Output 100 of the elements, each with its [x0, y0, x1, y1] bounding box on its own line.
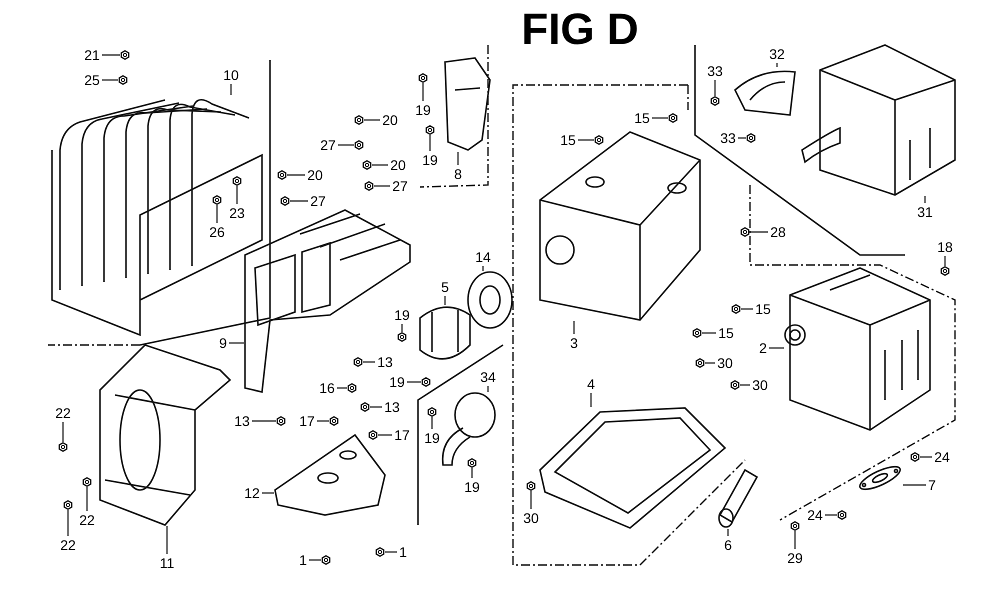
fastener-icon [526, 481, 536, 491]
callout-number: 8 [453, 166, 463, 182]
fastener-icon [232, 176, 242, 186]
gasket-drawing [857, 464, 903, 492]
fastener-icon [740, 227, 750, 237]
callout-number: 23 [228, 205, 246, 221]
base-plate-drawing [274, 434, 386, 516]
leader-line [903, 484, 926, 486]
leader-line [705, 362, 715, 364]
fastener-icon [82, 477, 92, 487]
callout-number: 1 [298, 552, 308, 568]
leader-line [573, 321, 575, 334]
callout-number: 25 [83, 72, 101, 88]
fastener-icon [277, 170, 287, 180]
leader-line [702, 332, 716, 334]
leader-line [920, 456, 932, 458]
leader-line [578, 139, 594, 141]
callout-number: 30 [751, 377, 769, 393]
leader-line [262, 492, 274, 494]
leader-line [252, 420, 276, 422]
flange-drawing [419, 305, 471, 361]
fastener-icon [940, 266, 950, 276]
callout-number: 30 [522, 510, 540, 526]
callout-number: 24 [933, 449, 951, 465]
callout-number: 17 [298, 413, 316, 429]
fastener-icon [418, 73, 428, 83]
leader-line [374, 185, 390, 187]
leader-line [230, 84, 232, 95]
callout-number: 29 [786, 550, 804, 566]
leader-line [825, 514, 837, 516]
callout-number: 15 [717, 325, 735, 341]
callout-number: 34 [479, 369, 497, 385]
callout-number: 19 [393, 307, 411, 323]
fastener-icon [58, 442, 68, 452]
leader-line [422, 83, 424, 101]
callout-number: 3 [569, 335, 579, 351]
leader-line [67, 510, 69, 536]
callout-number: 19 [423, 430, 441, 446]
leader-line [530, 491, 532, 509]
leader-line [236, 186, 238, 204]
fastener-icon [467, 458, 477, 468]
leader-line [714, 80, 716, 96]
leader-line [363, 361, 375, 363]
leader-line [166, 526, 168, 554]
fastener-icon [790, 521, 800, 531]
fastener-icon [425, 125, 435, 135]
leader-line [794, 531, 796, 549]
callout-number: 22 [78, 512, 96, 528]
callout-number: 13 [383, 399, 401, 415]
leader-line [385, 551, 397, 553]
fastener-icon [692, 328, 702, 338]
fastener-icon [837, 510, 847, 520]
leader-line [287, 174, 305, 176]
fastener-icon [354, 115, 364, 125]
callout-number: 11 [158, 555, 176, 571]
fastener-icon [421, 377, 431, 387]
callout-number: 19 [421, 152, 439, 168]
fastener-icon [347, 383, 357, 393]
leader-line [317, 420, 329, 422]
callout-number: 22 [59, 537, 77, 553]
leader-line [482, 266, 484, 271]
flange-ring-drawing [467, 271, 513, 329]
callout-number: 33 [706, 63, 724, 79]
fastener-icon [730, 380, 740, 390]
leader-line [309, 559, 321, 561]
callout-number: 28 [769, 224, 787, 240]
leader-line [216, 205, 218, 223]
fastener-icon [668, 113, 678, 123]
callout-number: 7 [927, 477, 937, 493]
callout-number: 20 [306, 167, 324, 183]
leader-line [429, 135, 431, 151]
fastener-icon [321, 555, 331, 565]
callout-number: 27 [319, 137, 337, 153]
leader-line [102, 79, 118, 81]
leader-line [370, 406, 382, 408]
callout-number: 22 [54, 405, 72, 421]
leader-line [457, 152, 459, 165]
callout-number: 26 [208, 224, 226, 240]
leader-line [290, 200, 308, 202]
callout-number: 33 [719, 130, 737, 146]
leader-line [86, 487, 88, 511]
callout-number: 4 [586, 376, 596, 392]
heat-shield-drawing [244, 209, 411, 394]
fastener-icon [63, 500, 73, 510]
callout-number: 15 [754, 301, 772, 317]
fastener-icon [212, 195, 222, 205]
fastener-icon [746, 133, 756, 143]
muffler-drawing [784, 267, 931, 431]
callout-number: 13 [233, 413, 251, 429]
callout-number: 31 [916, 204, 934, 220]
callout-number: 5 [440, 279, 450, 295]
fastener-icon [354, 140, 364, 150]
leader-line [62, 422, 64, 442]
callout-number: 32 [768, 46, 786, 62]
callout-number: 14 [474, 249, 492, 265]
leader-line [740, 384, 750, 386]
callout-number: 1 [398, 544, 408, 560]
callout-number: 16 [318, 380, 336, 396]
callout-number: 19 [463, 479, 481, 495]
leader-line [229, 342, 244, 344]
